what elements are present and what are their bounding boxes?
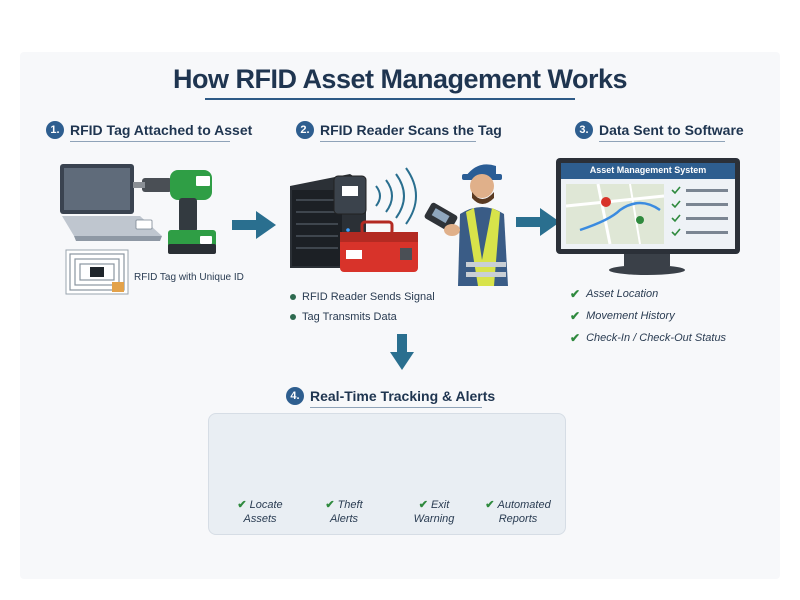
signal-waves-icon — [375, 167, 417, 225]
alert-theft-alerts: ✔Theft Alerts — [304, 498, 384, 526]
software-feature-3: ✔ Check-In / Check-Out Status — [570, 331, 726, 345]
step-2-number: 2. — [296, 121, 314, 139]
step-2-header: 2. RFID Reader Scans the Tag — [296, 121, 502, 139]
rfid-reader-icon — [333, 175, 367, 215]
checkmark-icon: ✔ — [570, 287, 581, 301]
checkmark-icon: ✔ — [570, 331, 581, 345]
step-3-number: 3. — [575, 121, 593, 139]
alert-line-2: Warning — [413, 513, 455, 525]
arrow-down-icon — [390, 334, 414, 370]
reader-bullet-text: RFID Reader Sends Signal — [302, 291, 435, 303]
checkmark-icon: ✔ — [570, 309, 581, 323]
step-1-number: 1. — [46, 121, 64, 139]
toolbox-icon — [340, 220, 418, 272]
reader-bullet-text: Tag Transmits Data — [302, 311, 397, 323]
alert-exit-warning: ✔Exit Warning — [394, 498, 474, 526]
reader-bullet-2: Tag Transmits Data — [290, 311, 397, 323]
checkmark-icon: ✔ — [485, 499, 495, 511]
title-underline — [205, 98, 575, 100]
step-3-rule — [599, 141, 725, 142]
alert-line-2: Assets — [243, 513, 277, 525]
step-1-header: 1. RFID Tag Attached to Asset — [46, 121, 252, 139]
rfid-tag-caption: RFID Tag with Unique ID — [134, 272, 244, 283]
software-window-title: Asset Management System — [589, 165, 707, 175]
step-4-label: Real-Time Tracking & Alerts — [310, 388, 496, 404]
alert-line-1: Automated — [497, 499, 551, 511]
arrow-right-icon — [232, 211, 276, 239]
checkmark-icon: ✔ — [418, 499, 428, 511]
step-4-rule — [310, 407, 482, 408]
step-4-number: 4. — [286, 387, 304, 405]
alert-line-1: Exit — [430, 499, 450, 511]
software-feature-1: ✔ Asset Location — [570, 287, 658, 301]
step-3-label: Data Sent to Software — [599, 122, 744, 138]
software-feature-2: ✔ Movement History — [570, 309, 675, 323]
worker-icon — [458, 164, 508, 286]
alert-line-1: Theft — [337, 499, 363, 511]
software-feature-text: Asset Location — [586, 288, 659, 300]
step-1-label: RFID Tag Attached to Asset — [70, 122, 253, 138]
step-1-rule — [70, 141, 230, 142]
software-feature-text: Check-In / Check-Out Status — [586, 332, 727, 344]
bullet-dot — [290, 314, 296, 320]
step-2-rule — [320, 141, 476, 142]
alert-line-2: Reports — [498, 513, 538, 525]
step-4-header: 4. Real-Time Tracking & Alerts — [286, 387, 495, 405]
software-feature-text: Movement History — [586, 310, 675, 322]
diagram-title: How RFID Asset Management Works — [172, 64, 628, 94]
drill-icon — [133, 170, 216, 254]
step-3-header: 3. Data Sent to Software — [575, 121, 744, 139]
reader-bullet-1: RFID Reader Sends Signal — [290, 291, 435, 303]
rfid-tag-icon — [65, 249, 129, 295]
arrow-right-icon — [516, 208, 560, 236]
step-2-label: RFID Reader Scans the Tag — [320, 122, 502, 138]
alert-locate-assets: ✔Locate Assets — [220, 498, 300, 526]
laptop-icon — [60, 164, 162, 241]
alert-automated-reports: ✔Automated Reports — [478, 498, 558, 526]
handheld-scanner-icon — [424, 202, 460, 236]
checkmark-icon: ✔ — [325, 499, 335, 511]
alert-line-1: Locate — [249, 499, 283, 511]
checkmark-icon: ✔ — [237, 499, 247, 511]
monitor-icon — [556, 158, 740, 275]
bullet-dot — [290, 294, 296, 300]
alerts-panel — [208, 413, 566, 535]
alert-line-2: Alerts — [329, 513, 359, 525]
